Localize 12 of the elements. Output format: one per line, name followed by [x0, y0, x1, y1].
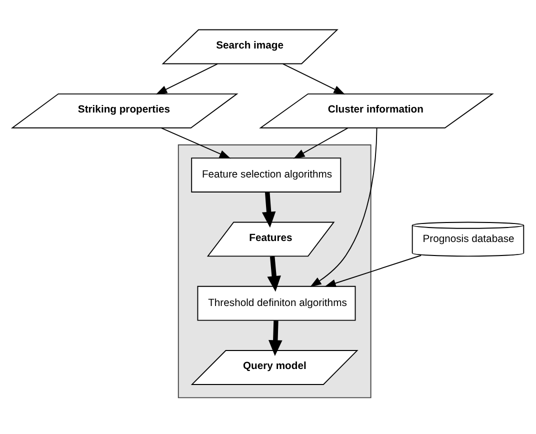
node-box: Threshold definiton algorithms	[197, 285, 356, 320]
arrow	[310, 127, 378, 286]
arrow	[262, 192, 276, 228]
arrow	[324, 254, 422, 287]
arrow	[268, 320, 282, 356]
arrow	[156, 62, 218, 94]
arrow	[282, 62, 346, 94]
arrow	[293, 127, 348, 158]
arrow	[267, 256, 281, 292]
cluster	[178, 144, 372, 398]
arrow	[160, 127, 231, 158]
node-box: Feature selection algorithms	[191, 157, 342, 192]
